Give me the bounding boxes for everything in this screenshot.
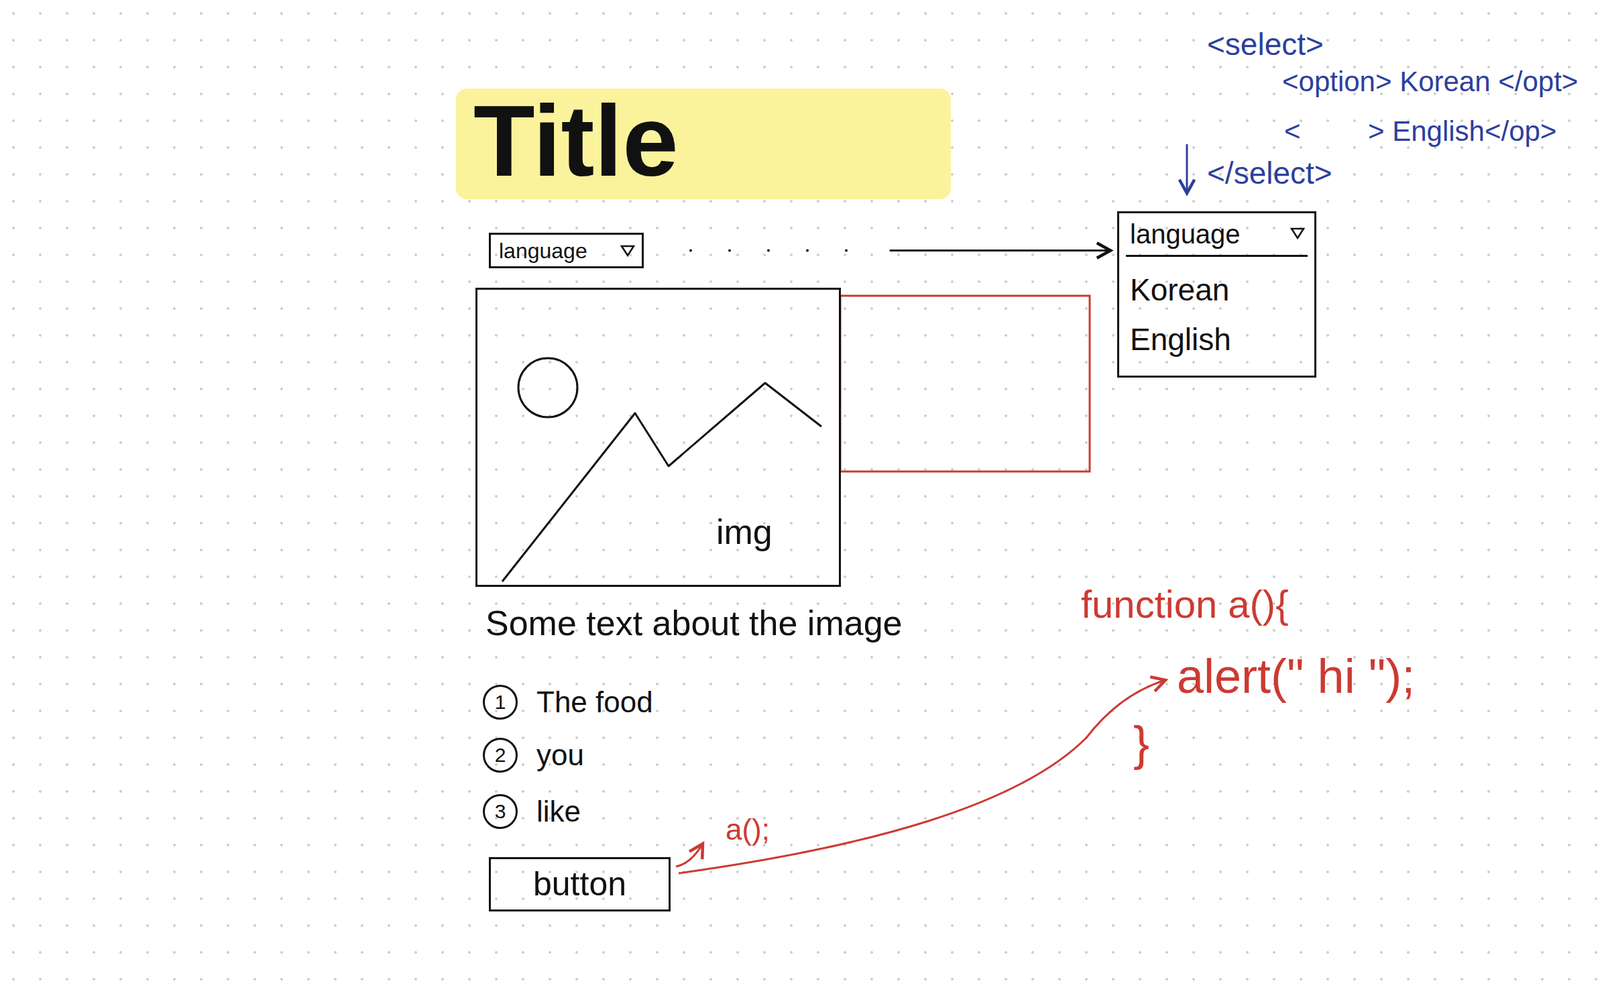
call-arrow <box>675 843 703 867</box>
dropdown-header: language <box>1129 218 1241 250</box>
list-number: 1 <box>494 690 507 715</box>
code-text: > English</op> <box>1367 115 1557 148</box>
select-box: language <box>488 232 644 269</box>
image-caption: Some text about the image <box>485 603 903 644</box>
connector-arrow <box>690 250 1111 251</box>
dropdown-triangle <box>620 244 636 258</box>
list-number: 2 <box>494 743 507 768</box>
code-text: </select> <box>1207 155 1333 192</box>
connector-line <box>889 249 1111 252</box>
number-circle: 1 <box>482 684 518 720</box>
dropdown-triangle-shape <box>621 246 634 256</box>
dropdown-option: English <box>1129 321 1232 358</box>
button-label: button <box>533 865 627 904</box>
code-text: } <box>1133 718 1150 768</box>
function-call: a(); <box>725 812 770 847</box>
list-item: The food <box>536 685 654 720</box>
list-item: like <box>536 794 581 829</box>
number-circle: 3 <box>482 793 518 829</box>
connector-dots <box>690 249 877 253</box>
dropdown-triangle-shape <box>1291 228 1304 239</box>
list-item: you <box>536 738 585 773</box>
placeholder-box <box>840 295 1090 472</box>
code-text: function a(){ <box>1080 582 1289 627</box>
dropdown-triangle <box>1290 226 1305 241</box>
list-number: 3 <box>494 800 507 824</box>
code-text: alert(" hi "); <box>1176 651 1415 701</box>
image-box: img <box>475 287 841 587</box>
page-title: Title <box>473 85 679 197</box>
image-label: img <box>716 512 773 553</box>
select-label: language <box>498 238 588 263</box>
sun-shape <box>518 358 578 418</box>
down-arrow <box>1186 144 1189 194</box>
code-text: < <box>1284 115 1301 148</box>
number-circle: 2 <box>482 737 518 773</box>
code-text: <select> <box>1207 26 1324 63</box>
button-box: button <box>488 856 671 912</box>
header-underline <box>1125 254 1308 257</box>
dropdown-option: Korean <box>1129 272 1230 308</box>
code-text: <option> Korean </opt> <box>1282 65 1578 98</box>
dropdown-list: languageKoreanEnglish <box>1117 211 1317 378</box>
call-arrow <box>678 679 1166 874</box>
mountain-shape <box>502 382 822 582</box>
